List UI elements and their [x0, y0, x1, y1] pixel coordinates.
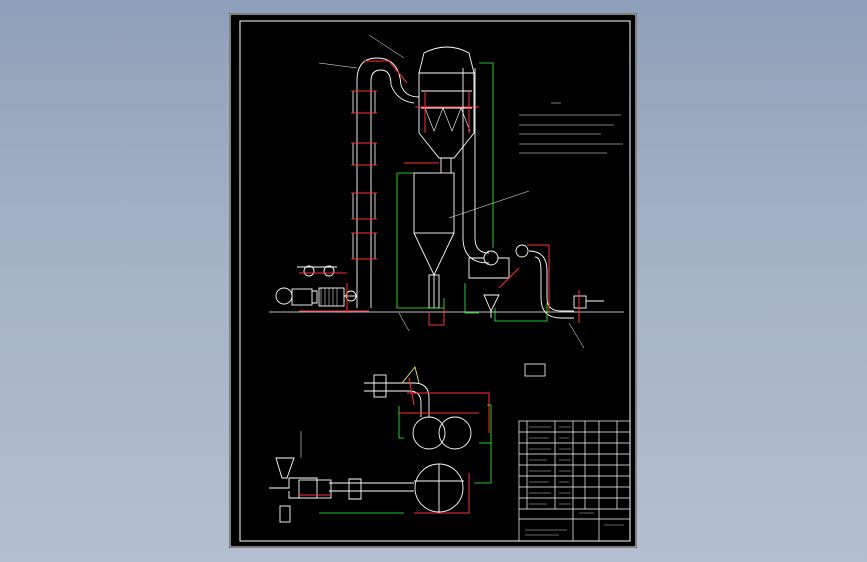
- heater-red: [498, 244, 580, 323]
- chamber-outline-green: [396, 172, 445, 309]
- blower-red: [299, 272, 369, 313]
- return-pipe: [462, 68, 490, 264]
- drawing-sheet[interactable]: [229, 13, 637, 548]
- plan-view: [269, 366, 492, 523]
- riser-red-marks: [351, 60, 408, 260]
- drying-chamber: [413, 172, 455, 309]
- technical-notes: [519, 102, 623, 154]
- elevation-view: [269, 34, 624, 377]
- title-block: [518, 420, 631, 542]
- chamber-red: [404, 162, 445, 326]
- detail-label-box: [524, 363, 546, 377]
- leader-lines: [318, 34, 585, 349]
- bag-filter: [418, 46, 475, 173]
- bag-filter-red: [415, 91, 479, 133]
- title-block-fills: [525, 426, 624, 536]
- heater-elbow: [468, 244, 604, 319]
- heater-green: [464, 283, 548, 322]
- sheet-inner-border: [239, 20, 631, 542]
- riser-pipe: [356, 57, 420, 308]
- blower-assembly: [275, 265, 357, 307]
- sheet-outer-border: [229, 13, 637, 548]
- riser-flanges: [352, 90, 376, 260]
- return-pipe-green: [479, 62, 494, 248]
